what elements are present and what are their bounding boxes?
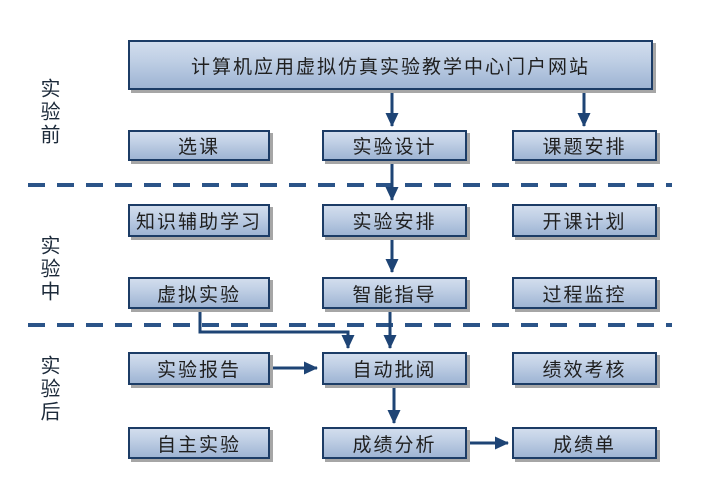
node-auto-grading: 自动批阅 [322, 352, 467, 385]
node-virtual-experiment: 虚拟实验 [128, 277, 270, 309]
node-experiment-report: 实验报告 [128, 352, 270, 385]
node-experiment-arrangement: 实验安排 [322, 204, 467, 237]
node-portal-website: 计算机应用虚拟仿真实验教学中心门户网站 [128, 40, 653, 90]
arrow-virtual-experiment-to-auto-grading [198, 310, 355, 349]
phase-label-after-experiment: 实验后 [37, 355, 59, 424]
node-performance-assessment: 绩效考核 [512, 352, 657, 385]
node-process-monitoring: 过程监控 [512, 277, 657, 309]
node-experiment-design: 实验设计 [322, 130, 467, 161]
node-intelligent-guidance: 智能指导 [322, 277, 467, 309]
node-transcript: 成绩单 [512, 427, 657, 459]
phase-label-during-experiment: 实验中 [37, 235, 59, 304]
node-knowledge-assisted-learning: 知识辅助学习 [128, 204, 270, 237]
node-course-plan: 开课计划 [512, 204, 657, 237]
node-self-experiment: 自主实验 [128, 427, 270, 459]
node-score-analysis: 成绩分析 [322, 427, 467, 459]
phase-label-before-experiment: 实验前 [37, 78, 59, 147]
node-topic-arrangement: 课题安排 [512, 130, 657, 161]
node-course-selection: 选课 [128, 130, 270, 161]
